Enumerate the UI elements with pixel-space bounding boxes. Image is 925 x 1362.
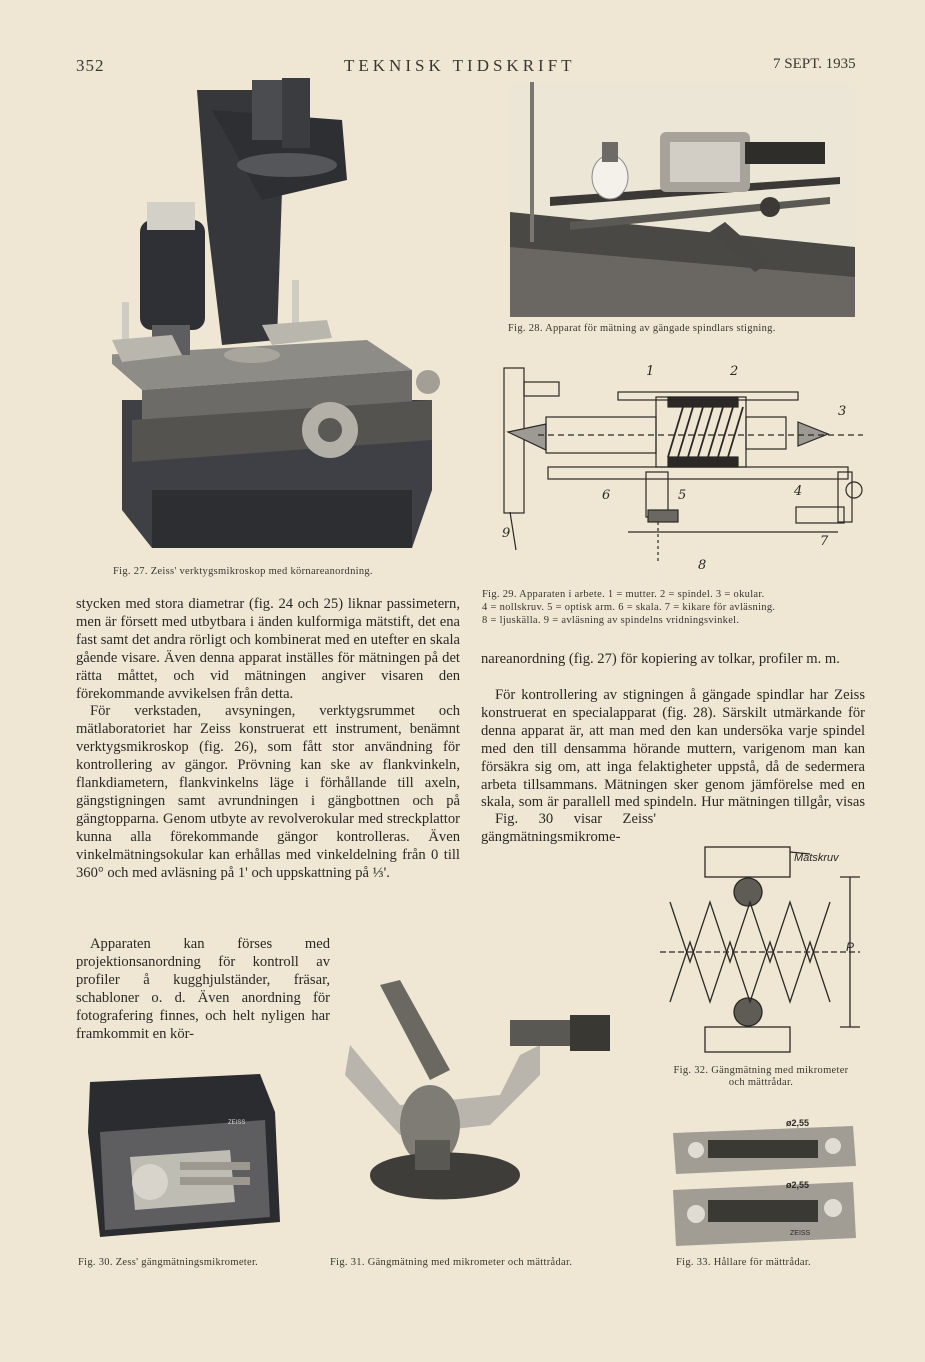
caption-fig-28: Fig. 28. Apparat för mätning av gängade … (508, 323, 776, 334)
right-column-text-2: För kontrollering av stigningen å gängad… (481, 687, 865, 811)
caption-fig-29: Fig. 29. Apparaten i arbete. 1 = mutter.… (482, 588, 775, 627)
figure-31-photo (340, 975, 640, 1225)
label-7: 7 (820, 534, 829, 549)
caption-fig-29-line-1: Fig. 29. Apparaten i arbete. 1 = mutter.… (482, 589, 765, 600)
label-2: 2 (730, 364, 739, 379)
caption-fig-29-line-2: 4 = nollskruv. 5 = optisk arm. 6 = skala… (482, 602, 776, 613)
paragraph: Apparaten kan förses med projektionsanor… (76, 936, 330, 1042)
caption-fig-30: Fig. 30. Zess' gängmätningsmikrometer. (78, 1257, 259, 1268)
caption-fig-32: Fig. 32. Gängmätning med mikrometer och … (651, 1065, 871, 1089)
figure-30-photo: ZEISS (80, 1072, 285, 1242)
label-9: 9 (502, 526, 511, 541)
figure-33-photo: ø2,55 ø2,55 ZEISS (668, 1118, 860, 1250)
paragraph: Fig. 30 visar Zeiss' gängmätningsmikrome… (481, 811, 656, 845)
label-matskruv: Mätskruv (794, 852, 839, 864)
label-p: P (846, 940, 855, 954)
label-4: 4 (794, 484, 803, 499)
caption-fig-27: Fig. 27. Zeiss' verktygsmikroskop med kö… (113, 566, 373, 577)
right-column-text-1: nareanordning (fig. 27) för kopiering av… (481, 651, 865, 669)
caption-fig-33: Fig. 33. Hållare för mättrådar. (676, 1257, 811, 1268)
page-number: 352 (76, 56, 105, 75)
paragraph: För kontrollering av stigningen å gängad… (481, 687, 865, 811)
label-size-top: ø2,55 (786, 1118, 810, 1128)
figure-28-photo (510, 82, 855, 317)
caption-fig-32-line-1: Fig. 32. Gängmätning med mikrometer (673, 1065, 849, 1076)
left-column-text-2: Apparaten kan förses med projektionsanor… (76, 936, 330, 1043)
figure-32-diagram: Mätskruv P (660, 832, 870, 1062)
paragraph: stycken med stora diametrar (fig. 24 och… (76, 596, 460, 702)
caption-fig-29-line-3: 8 = ljuskälla. 9 = avläsning av spindeln… (482, 615, 740, 626)
zeiss-mark: ZEISS (790, 1230, 811, 1237)
label-5: 5 (678, 488, 687, 503)
paragraph: nareanordning (fig. 27) för kopiering av… (481, 651, 840, 667)
label-8: 8 (698, 558, 707, 573)
caption-fig-31: Fig. 31. Gängmätning med mikrometer och … (330, 1257, 573, 1268)
right-column-text-3: Fig. 30 visar Zeiss' gängmätningsmikrome… (481, 811, 656, 847)
label-3: 3 (838, 404, 847, 419)
journal-title: TEKNISK TIDSKRIFT (344, 56, 576, 75)
label-size-bottom: ø2,55 (786, 1180, 810, 1190)
issue-date: 7 SEPT. 1935 (773, 56, 856, 72)
left-column-text-1: stycken med stora diametrar (fig. 24 och… (76, 596, 460, 883)
label-1: 1 (646, 364, 655, 379)
figure-27-microscope (102, 70, 457, 555)
figure-29-diagram: 1 2 3 4 5 6 7 8 9 (498, 362, 870, 577)
paragraph: För verkstaden, avsyningen, verktygsrumm… (76, 703, 460, 881)
label-6: 6 (602, 488, 611, 503)
caption-fig-32-line-2: och mättrådar. (728, 1077, 794, 1088)
zeiss-logo: ZEISS (228, 1120, 246, 1126)
